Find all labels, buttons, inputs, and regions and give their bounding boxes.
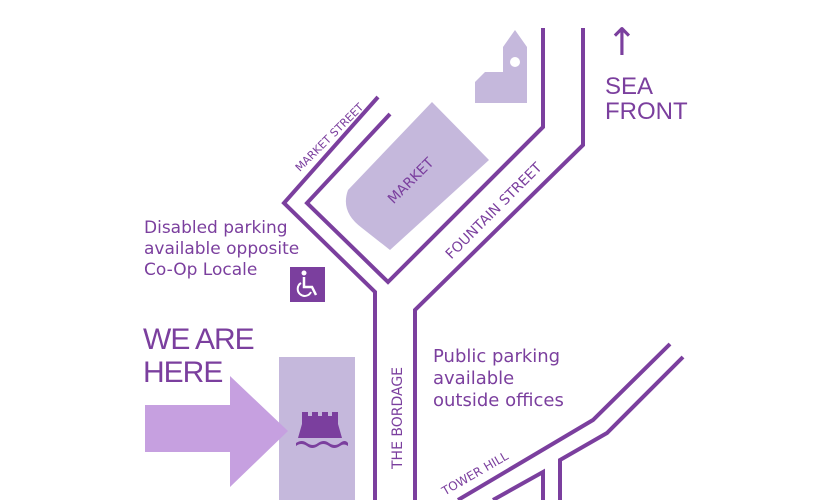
disabled-parking-line-2: available opposite bbox=[144, 239, 300, 259]
disabled-parking-line-1: Disabled parking bbox=[144, 218, 288, 238]
you-are-here-arrow-icon bbox=[145, 376, 288, 487]
sea-front-line-1: SEA bbox=[605, 73, 654, 100]
castle-icon bbox=[296, 412, 348, 448]
label-the-bordage: THE BORDAGE bbox=[390, 367, 406, 470]
we-are-here-line-1: WE ARE bbox=[143, 323, 255, 356]
road-market-street-inner bbox=[304, 28, 545, 285]
road-fountain-street-outer bbox=[413, 28, 585, 500]
church-window bbox=[510, 57, 520, 67]
wheelchair-icon bbox=[290, 267, 325, 302]
sea-front-line-2: FRONT bbox=[605, 98, 688, 125]
road-market-street-outer bbox=[281, 95, 380, 500]
public-parking-line-1: Public parking bbox=[433, 346, 561, 367]
road-tower-hill-lower bbox=[558, 355, 685, 500]
road-tower-hill-upper bbox=[456, 342, 672, 500]
label-market-street: MARKET STREET bbox=[293, 101, 367, 175]
public-parking-line-3: outside offices bbox=[433, 390, 564, 411]
north-arrow-icon: ↑ bbox=[606, 20, 638, 64]
market-building bbox=[345, 102, 489, 250]
disabled-parking-line-3: Co-Op Locale bbox=[144, 260, 258, 280]
church-icon bbox=[475, 30, 527, 103]
public-parking-line-2: available bbox=[433, 368, 515, 389]
road-tower-hill-spur bbox=[492, 468, 545, 500]
we-are-here-line-2: HERE bbox=[143, 356, 223, 389]
